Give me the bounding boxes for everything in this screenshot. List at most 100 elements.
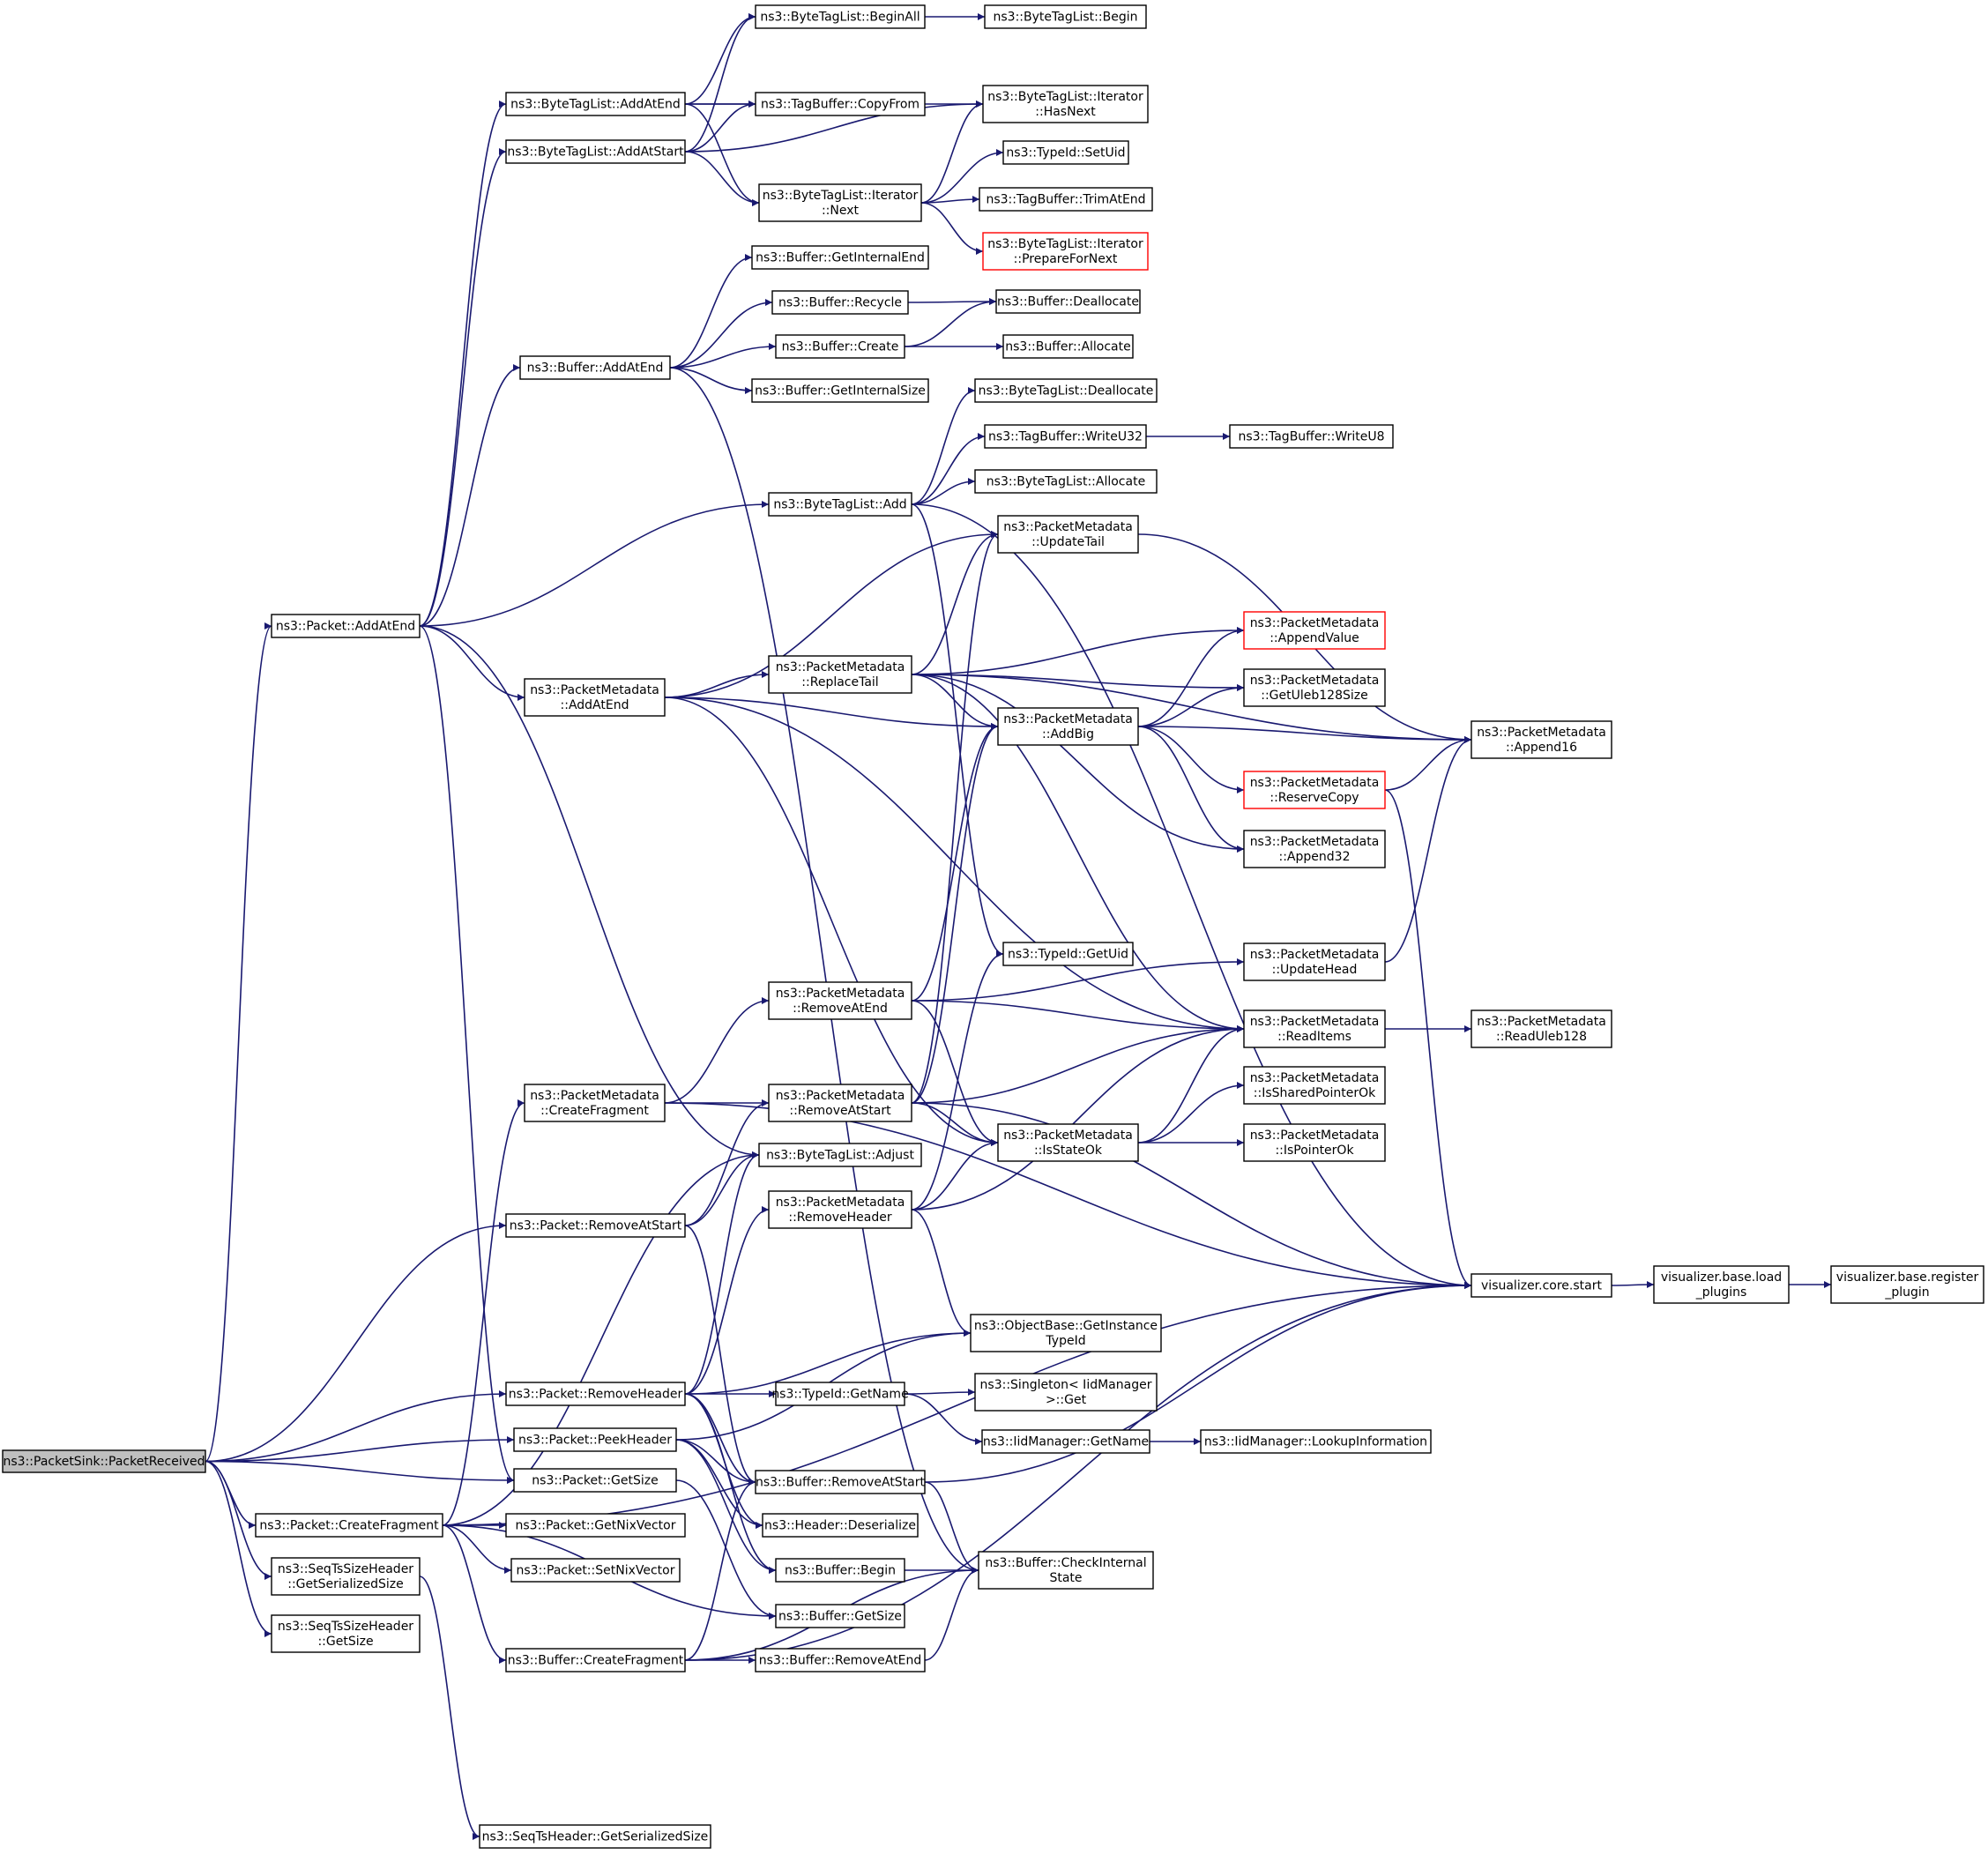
edge-pm_removeatstart-to-vis_core_start xyxy=(911,1102,1472,1289)
node-b-getsize[interactable]: ns3::Buffer::GetSize xyxy=(775,1604,905,1628)
node-p-addatend[interactable]: ns3::Packet::AddAtEnd xyxy=(271,614,421,638)
node-btli-prepare[interactable]: ns3::ByteTagList::Iterator::PrepareForNe… xyxy=(982,232,1149,271)
edge-p_createfragment-to-btl_adjust xyxy=(442,1151,760,1526)
node-btl-addatend[interactable]: ns3::ByteTagList::AddAtEnd xyxy=(505,92,686,116)
node-pm-removeatend[interactable]: ns3::PacketMetadata::RemoveAtEnd xyxy=(768,981,912,1020)
edge-pm_removeheader-to-pm_isstateok xyxy=(911,1139,999,1211)
node-tid-setuid[interactable]: ns3::TypeId::SetUid xyxy=(1002,140,1129,165)
node-p-getsize[interactable]: ns3::Packet::GetSize xyxy=(513,1468,677,1493)
node-label: ns3::ByteTagList::BeginAll xyxy=(760,10,920,24)
node-btl-allocate[interactable]: ns3::ByteTagList::Allocate xyxy=(974,469,1158,494)
node-pm-issharedptr[interactable]: ns3::PacketMetadata::IsSharedPointerOk xyxy=(1243,1066,1386,1105)
node-tb-writeu32[interactable]: ns3::TagBuffer::WriteU32 xyxy=(984,424,1147,449)
node-pm-isptrok[interactable]: ns3::PacketMetadata::IsPointerOk xyxy=(1243,1123,1386,1162)
node-label: ns3::PacketMetadata xyxy=(776,987,905,1001)
node-b-removeatend[interactable]: ns3::Buffer::RemoveAtEnd xyxy=(755,1648,926,1672)
node-p-peekheader[interactable]: ns3::Packet::PeekHeader xyxy=(513,1427,677,1452)
edge-pm_removeheader-to-pm_readitems xyxy=(911,1025,1245,1211)
node-pm-replacetail[interactable]: ns3::PacketMetadata::ReplaceTail xyxy=(768,655,912,694)
node-seqts-getser[interactable]: ns3::SeqTsHeader::GetSerializedSize xyxy=(479,1824,711,1849)
node-b-begin[interactable]: ns3::Buffer::Begin xyxy=(775,1558,905,1583)
node-label: ns3::TypeId::GetUid xyxy=(1008,947,1128,961)
node-label: ::ReplaceTail xyxy=(801,675,878,689)
node-pm-append32[interactable]: ns3::PacketMetadata::Append32 xyxy=(1243,830,1386,868)
node-iid-lookup[interactable]: ns3::IidManager::LookupInformation xyxy=(1200,1429,1432,1454)
node-p-removeheader[interactable]: ns3::Packet::RemoveHeader xyxy=(505,1382,686,1406)
node-b-create[interactable]: ns3::Buffer::Create xyxy=(775,334,905,359)
node-pm-addbig[interactable]: ns3::PacketMetadata::AddBig xyxy=(997,707,1139,746)
node-b-allocate[interactable]: ns3::Buffer::Allocate xyxy=(1002,334,1134,359)
node-box xyxy=(513,1427,677,1452)
node-btl-adjust[interactable]: ns3::ByteTagList::Adjust xyxy=(758,1143,922,1167)
node-box xyxy=(505,1513,686,1538)
node-b-getinternalsize[interactable]: ns3::Buffer::GetInternalSize xyxy=(751,378,929,403)
node-tb-writeu8[interactable]: ns3::TagBuffer::WriteU8 xyxy=(1229,424,1394,449)
node-p-getnixvector[interactable]: ns3::Packet::GetNixVector xyxy=(505,1513,686,1538)
node-label: ns3::Buffer::Deallocate xyxy=(997,294,1139,309)
node-p-removeatstart[interactable]: ns3::Packet::RemoveAtStart xyxy=(505,1213,686,1238)
node-b-deallocate[interactable]: ns3::Buffer::Deallocate xyxy=(995,289,1141,314)
node-label: ::Next xyxy=(822,204,860,218)
node-pm-getuleb[interactable]: ns3::PacketMetadata::GetUleb128Size xyxy=(1243,668,1386,707)
node-p-setnixvector[interactable]: ns3::Packet::SetNixVector xyxy=(510,1558,681,1583)
node-pm-removeheader[interactable]: ns3::PacketMetadata::RemoveHeader xyxy=(768,1190,912,1229)
edge-b_removeatstart-to-vis_core_start xyxy=(924,1282,1472,1483)
node-vis-load[interactable]: visualizer.base.load_plugins xyxy=(1653,1265,1790,1304)
edge-btl_add-to-btl_deallocate xyxy=(911,387,976,505)
node-singleton-get[interactable]: ns3::Singleton< IidManager >::Get xyxy=(974,1373,1158,1412)
node-label: ns3::Packet::PeekHeader xyxy=(518,1433,672,1447)
node-pm-removeatstart[interactable]: ns3::PacketMetadata::RemoveAtStart xyxy=(768,1084,912,1122)
node-pm-readuleb[interactable]: ns3::PacketMetadata::ReadUleb128 xyxy=(1471,1009,1612,1048)
node-btl-beginall[interactable]: ns3::ByteTagList::BeginAll xyxy=(755,4,926,29)
node-tb-trimatend[interactable]: ns3::TagBuffer::TrimAtEnd xyxy=(979,187,1153,212)
node-b-getinternalend[interactable]: ns3::Buffer::GetInternalEnd xyxy=(751,245,929,270)
node-tb-copyfrom[interactable]: ns3::TagBuffer::CopyFrom xyxy=(755,92,926,116)
node-pm-createfragment[interactable]: ns3::PacketMetadata::CreateFragment xyxy=(524,1084,666,1122)
node-btl-deallocate[interactable]: ns3::ByteTagList::Deallocate xyxy=(974,378,1158,403)
node-b-recycle[interactable]: ns3::Buffer::Recycle xyxy=(771,290,909,315)
node-btl-add[interactable]: ns3::ByteTagList::Add xyxy=(768,492,912,517)
node-pm-addatend[interactable]: ns3::PacketMetadata::AddAtEnd xyxy=(524,678,666,717)
node-btl-addatstart[interactable]: ns3::ByteTagList::AddAtStart xyxy=(505,139,686,164)
node-tid-getuid[interactable]: ns3::TypeId::GetUid xyxy=(1002,942,1134,966)
node-pm-isstateok[interactable]: ns3::PacketMetadata::IsStateOk xyxy=(997,1123,1139,1162)
node-pm-reservecopy[interactable]: ns3::PacketMetadata::ReserveCopy xyxy=(1243,771,1386,809)
node-h-deserialize[interactable]: ns3::Header::Deserialize xyxy=(762,1513,919,1538)
node-pm-updatetail[interactable]: ns3::PacketMetadata::UpdateTail xyxy=(997,515,1139,554)
node-b-removeatstart[interactable]: ns3::Buffer::RemoveAtStart xyxy=(755,1470,926,1494)
node-label: ns3::Buffer::RemoveAtStart xyxy=(756,1475,926,1489)
edge-p_peekheader-to-h_deserialize xyxy=(675,1439,763,1529)
node-label: ns3::Singleton< IidManager xyxy=(980,1378,1152,1392)
node-pm-appendvalue[interactable]: ns3::PacketMetadata::AppendValue xyxy=(1243,611,1386,650)
edge-pm_removeatstart-to-pm_addbig xyxy=(911,723,999,1104)
node-seq-getsize[interactable]: ns3::SeqTsSizeHeader::GetSize xyxy=(271,1614,421,1653)
node-pm-append16[interactable]: ns3::PacketMetadata::Append16 xyxy=(1471,720,1612,759)
node-pm-updatehead[interactable]: ns3::PacketMetadata::UpdateHead xyxy=(1243,942,1386,981)
node-label: ns3::IidManager::GetName xyxy=(983,1434,1149,1449)
node-vis-register[interactable]: visualizer.base.register_plugin xyxy=(1830,1265,1984,1304)
node-btl-begin[interactable]: ns3::ByteTagList::Begin xyxy=(984,4,1147,29)
node-root[interactable]: ns3::PacketSink::PacketReceived xyxy=(2,1449,206,1473)
node-btli-next[interactable]: ns3::ByteTagList::Iterator::Next xyxy=(758,183,922,222)
node-pm-readitems[interactable]: ns3::PacketMetadata::ReadItems xyxy=(1243,1009,1386,1048)
node-p-createfragment[interactable]: ns3::Packet::CreateFragment xyxy=(255,1513,443,1538)
edge-root-to-p_removeatstart xyxy=(205,1222,507,1463)
node-box xyxy=(1471,1273,1612,1298)
node-label: ns3::TagBuffer::TrimAtEnd xyxy=(986,192,1145,206)
node-box xyxy=(775,1558,905,1583)
node-btli-hasnext[interactable]: ns3::ByteTagList::Iterator::HasNext xyxy=(982,85,1149,123)
edge-b_addatend-to-b_getinternalsize xyxy=(669,367,753,394)
node-box xyxy=(984,424,1147,449)
node-tid-getname[interactable]: ns3::TypeId::GetName xyxy=(771,1382,909,1406)
node-label: ns3::Buffer::Begin xyxy=(785,1563,896,1577)
edge-p_addatend-to-b_addatend xyxy=(419,364,521,627)
node-iid-getname[interactable]: ns3::IidManager::GetName xyxy=(981,1429,1150,1454)
node-b-createfragment[interactable]: ns3::Buffer::CreateFragment xyxy=(505,1648,686,1672)
node-b-addatend[interactable]: ns3::Buffer::AddAtEnd xyxy=(519,355,671,380)
node-seq-getser[interactable]: ns3::SeqTsSizeHeader::GetSerializedSize xyxy=(271,1557,421,1596)
node-vis-core-start[interactable]: visualizer.core.start xyxy=(1471,1273,1612,1298)
node-box xyxy=(1243,942,1386,981)
node-label: ns3::PacketMetadata xyxy=(1477,1015,1606,1029)
